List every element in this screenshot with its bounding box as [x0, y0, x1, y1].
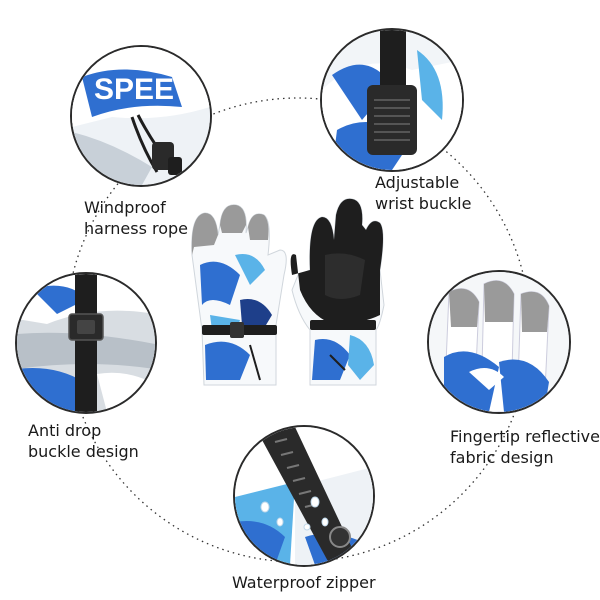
- label-line-1: Waterproof zipper: [232, 573, 376, 592]
- harness-rope-closeup: SPEE: [72, 47, 210, 185]
- anti-drop-buckle-bubble: [15, 272, 157, 414]
- label-line-1: Anti drop: [28, 421, 102, 440]
- label-windproof-rope: Windproof harness rope: [84, 197, 188, 239]
- label-fingertip-reflective: Fingertip reflective fabric design: [450, 426, 600, 468]
- glove-back-side: [191, 204, 287, 386]
- glove-palm-side: [290, 198, 385, 386]
- waterproof-zipper-bubble: [233, 425, 375, 567]
- windproof-rope-bubble: SPEE: [70, 45, 212, 187]
- label-line-1: Fingertip reflective: [450, 427, 600, 446]
- wrist-buckle-bubble: [320, 28, 464, 172]
- label-line-2: fabric design: [450, 448, 554, 467]
- ski-gloves-product: [180, 195, 400, 395]
- fingertip-closeup: [429, 272, 569, 412]
- label-line-2: harness rope: [84, 219, 188, 238]
- zipper-closeup: [235, 427, 373, 565]
- label-waterproof-zipper: Waterproof zipper: [232, 572, 376, 593]
- wrist-buckle-closeup: [322, 30, 462, 170]
- label-line-2: wrist buckle: [375, 194, 472, 213]
- anti-drop-buckle-closeup: [17, 274, 155, 412]
- label-line-2: buckle design: [28, 442, 139, 461]
- label-wrist-buckle: Adjustable wrist buckle: [375, 172, 471, 214]
- print-text: SPEE: [94, 73, 174, 106]
- label-anti-drop-buckle: Anti drop buckle design: [28, 420, 139, 462]
- gloves-illustration: [191, 198, 385, 386]
- label-line-1: Windproof: [84, 198, 166, 217]
- fingertip-reflective-bubble: [427, 270, 571, 414]
- label-line-1: Adjustable: [375, 173, 460, 192]
